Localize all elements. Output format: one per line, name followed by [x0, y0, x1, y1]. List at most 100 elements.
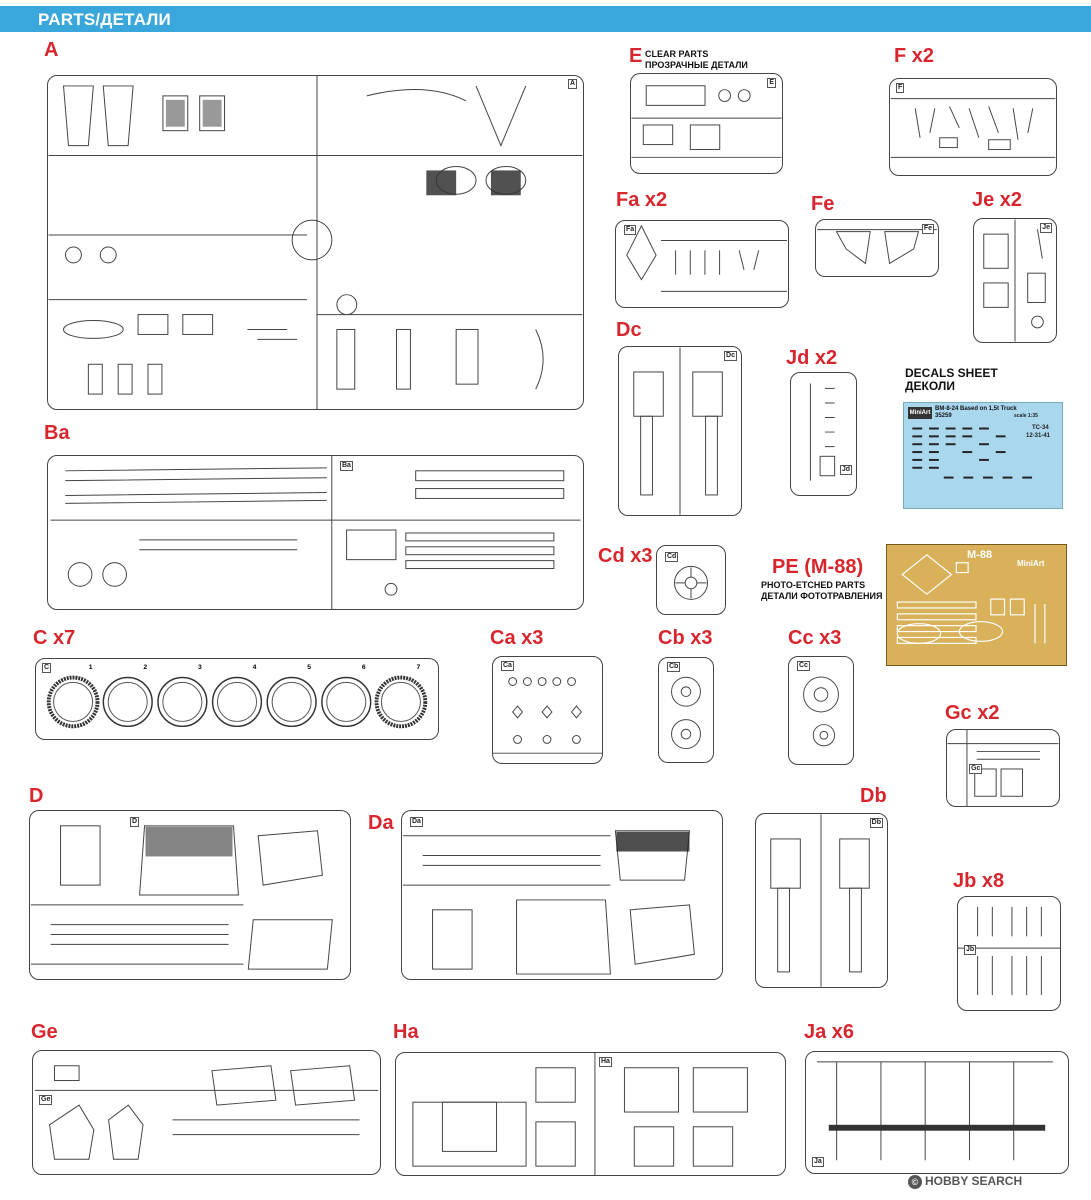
- decal-heading: BM-8-24 Based on 1,5t Truck 35259: [935, 406, 1017, 420]
- sprue-label-f: F x2: [894, 45, 935, 67]
- sprue-jb-tag: Jb: [964, 945, 977, 955]
- sprue-cc-drawing: [803, 676, 839, 747]
- sprue-d-tag: D: [130, 817, 140, 827]
- wheel-ring: [157, 676, 208, 728]
- sprue-d: D: [29, 810, 351, 980]
- sprue-label-cb: Cb x3: [658, 627, 713, 649]
- sprue-label-fe: Fe: [811, 193, 835, 215]
- copyright-icon: ©: [908, 1174, 922, 1189]
- decal-heading-code: 35259: [935, 413, 952, 419]
- sprue-cb-tag: Cb: [667, 662, 681, 672]
- sprue-fa-drawing: [626, 224, 788, 292]
- sprue-ca: Ca: [492, 656, 603, 764]
- watermark-text: HOBBY SEARCH: [925, 1174, 1023, 1188]
- pe-note-en: PHOTO-ETCHED PARTS: [761, 580, 866, 590]
- sprue-ge-tag: Ge: [39, 1095, 53, 1105]
- sprue-ha: Ha: [395, 1052, 786, 1176]
- sprue-ge-drawing: [34, 1065, 379, 1160]
- section-header-bar: PARTS/ДЕТАЛИ: [0, 6, 1091, 32]
- sprue-ba-drawing: [50, 456, 581, 609]
- sprue-db: Db: [755, 813, 888, 988]
- photo-etched-sheet: M-88 MiniArt: [886, 544, 1067, 666]
- sprue-cd-tag: Cd: [665, 552, 679, 562]
- clear-parts-note-en: CLEAR PARTS: [645, 49, 709, 59]
- wheel-ring: [102, 676, 153, 728]
- wheel-inner: [107, 681, 148, 722]
- wheel-inner: [217, 681, 257, 722]
- pe-note-ru: ДЕТАЛИ ФОТОТРАВЛЕНИЯ: [761, 591, 883, 601]
- wheel-number: 6: [362, 664, 366, 671]
- sprue-fe-tag: Fe: [921, 224, 934, 234]
- wheel-number: 1: [89, 664, 93, 671]
- sprue-fa: Fa: [615, 220, 789, 308]
- sprue-da-drawing: [402, 830, 695, 975]
- sprue-cd: Cd: [656, 545, 726, 615]
- sprue-dc: Dc: [618, 346, 742, 516]
- clear-parts-note: CLEAR PARTS ПРОЗРАЧНЫЕ ДЕТАЛИ: [645, 49, 748, 71]
- wheel-ring: [211, 676, 263, 728]
- sprue-label-ja: Ja x6: [804, 1021, 855, 1043]
- hobby-search-watermark: ©HOBBY SEARCH: [908, 1174, 1022, 1189]
- wheel-inner: [53, 681, 94, 722]
- sprue-e-drawing: [631, 85, 782, 158]
- wheel-ring: [321, 676, 372, 728]
- sprue-label-jd: Jd x2: [786, 347, 838, 369]
- wheel-inner: [380, 681, 421, 722]
- sprue-gc: Gc: [946, 729, 1060, 807]
- wheel-inner: [326, 681, 367, 722]
- page-title: PARTS/ДЕТАЛИ: [38, 10, 171, 29]
- sprue-je-tag: Je: [1040, 223, 1052, 233]
- sprue-ba-tag: Ba: [340, 461, 353, 471]
- sprue-e: E: [630, 73, 783, 174]
- sprue-label-da: Da: [368, 812, 394, 834]
- sprue-f: F: [889, 78, 1057, 176]
- decal-sheet: MiniArt BM-8-24 Based on 1,5t Truck 3525…: [903, 402, 1063, 509]
- sprue-ha-tag: Ha: [599, 1057, 612, 1067]
- sprue-c-tag: C: [42, 663, 52, 673]
- sprue-label-e: E: [629, 45, 643, 67]
- sprue-label-ca: Ca x3: [490, 627, 544, 649]
- sprue-ge: Ge: [32, 1050, 381, 1175]
- sprue-label-fa: Fa x2: [616, 189, 668, 211]
- sprue-jb: Jb: [957, 896, 1061, 1011]
- decals-title: DECALS SHEET ДЕКОЛИ: [905, 367, 998, 393]
- sprue-f-drawing: [890, 98, 1056, 158]
- sprue-label-cd: Cd x3: [598, 545, 653, 567]
- sprue-label-ba: Ba: [44, 422, 70, 444]
- sprue-db-tag: Db: [869, 818, 883, 828]
- sprue-ca-drawing: [493, 677, 602, 754]
- sprue-label-ge: Ge: [31, 1021, 58, 1043]
- wheel-ring: [46, 675, 100, 729]
- sprue-gc-tag: Gc: [969, 764, 983, 774]
- sprue-cb: Cb: [658, 657, 714, 763]
- sprue-label-ha: Ha: [393, 1021, 419, 1043]
- pe-note: PHOTO-ETCHED PARTS ДЕТАЛИ ФОТОТРАВЛЕНИЯ: [761, 580, 883, 602]
- sprue-label-jb: Jb x8: [953, 870, 1005, 892]
- sprue-a-drawing: [48, 76, 583, 409]
- sprue-d-drawing: [30, 825, 333, 970]
- pe-sheet-drawing: [896, 554, 1046, 644]
- sprue-ja: Ja: [805, 1051, 1069, 1174]
- sprue-dc-drawing: [633, 347, 723, 515]
- sprue-db-drawing: [770, 814, 870, 987]
- sprue-dc-tag: Dc: [724, 351, 737, 361]
- sprue-label-a: A: [44, 39, 59, 61]
- decal-heading-title: BM-8-24 Based on 1,5t Truck: [935, 406, 1017, 412]
- sprue-fe: Fe: [815, 219, 939, 277]
- sprue-jd-drawing: [809, 383, 836, 481]
- sprue-label-db: Db: [860, 785, 887, 807]
- decal-scale: scale 1:35: [1014, 413, 1038, 419]
- sprue-label-dc: Dc: [616, 319, 642, 341]
- sprue-gc-drawing: [947, 730, 1059, 806]
- sprue-fa-tag: Fa: [624, 225, 637, 235]
- wheel-number: 5: [307, 664, 311, 671]
- sprue-cd-drawing: [674, 565, 708, 600]
- sprue-jd-tag: Jd: [839, 465, 852, 475]
- wheel-number: 2: [143, 664, 147, 671]
- sprue-label-pe: PE (M-88): [772, 556, 864, 578]
- decal-marking-tc34: TC-34: [1032, 425, 1049, 431]
- decals-title-ru: ДЕКОЛИ: [905, 379, 955, 393]
- wheel-ring: [266, 676, 317, 728]
